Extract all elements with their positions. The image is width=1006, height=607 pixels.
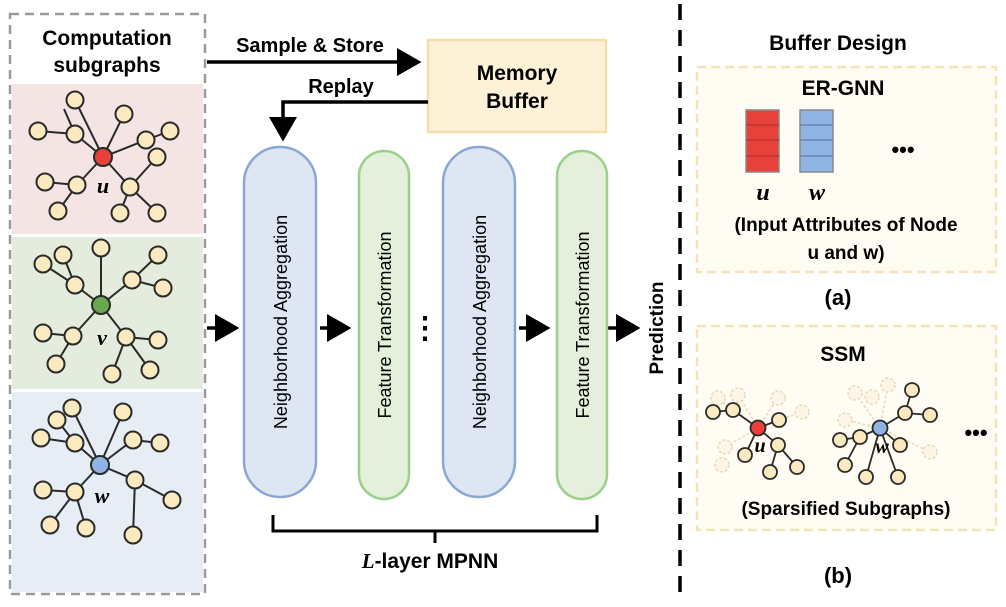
er-gnn-u-label: u: [756, 180, 769, 206]
v-node-label: v: [97, 325, 107, 350]
mpnn-layer-count-symbol: L: [361, 549, 375, 573]
ssm-title: SSM: [820, 343, 866, 366]
mpnn-block-label: Neighborhood Aggregation: [271, 215, 291, 429]
ssm-caption: (Sparsified Subgraphs): [741, 499, 950, 520]
buffer-design-panel: Buffer Design ER-GNN ••• u w (Input Attr…: [695, 32, 998, 588]
panel-title-line2: subgraphs: [53, 54, 160, 77]
mpnn-layers: Neighborhood Aggregation Feature Transfo…: [242, 145, 609, 573]
er-gnn-box: ER-GNN ••• u w (Input Attributes of Node…: [695, 65, 998, 274]
v-center-node: [91, 295, 111, 315]
replay-label: Replay: [308, 76, 374, 98]
er-gnn-caption-line2: u and w): [807, 243, 884, 264]
u-node-label: u: [97, 173, 109, 198]
ssm-box: SSM: [695, 324, 998, 532]
memory-buffer-label-line2: Buffer: [486, 90, 548, 113]
er-gnn-w-label: w: [809, 180, 826, 206]
buffer-design-title: Buffer Design: [769, 32, 907, 55]
memory-buffer-label-line1: Memory: [477, 62, 558, 85]
replay-arrow: [269, 100, 428, 142]
panel-title-line1: Computation: [42, 27, 171, 50]
er-gnn-title: ER-GNN: [802, 77, 885, 100]
er-gnn-ellipsis: •••: [891, 137, 914, 162]
mpnn-block-label: Feature Transformation: [573, 231, 593, 418]
mpnn-brace-label: L-layer MPNN: [361, 549, 499, 573]
mpnn-brace: [271, 515, 599, 543]
mpnn-block-label: Feature Transformation: [375, 231, 395, 418]
prediction-label: Prediction: [647, 282, 668, 375]
ssm-w-label: w: [875, 436, 889, 458]
ssm-u-center-node: [749, 419, 767, 437]
u-center-node: [93, 147, 113, 167]
u-attribute-vector: [745, 109, 780, 173]
ssm-w-center-node: [871, 419, 889, 437]
er-gnn-tag: (a): [825, 285, 852, 310]
layers-ellipsis: ⋮: [410, 312, 440, 345]
mpnn-block-aggregation-2: Neighborhood Aggregation: [441, 145, 517, 499]
mpnn-block-transformation-1: Feature Transformation: [357, 149, 411, 501]
w-center-node: [90, 455, 110, 475]
mpnn-block-label: Neighborhood Aggregation: [470, 215, 490, 429]
w-computation-subgraph: [31, 398, 182, 545]
w-attribute-vector: [799, 109, 834, 173]
memory-buffer-box: [426, 38, 608, 134]
ssm-w-subgraph: w: [832, 377, 938, 485]
mpnn-block-transformation-2: Feature Transformation: [555, 149, 609, 501]
ssm-u-label: u: [754, 435, 765, 457]
memory-flow: Sample & Store Memory Buffer Replay ⋮ Pr…: [207, 35, 668, 374]
ssm-ellipsis: •••: [964, 420, 987, 445]
mpnn-layer-label-text: -layer MPNN: [375, 550, 499, 573]
v-computation-subgraph: [33, 238, 173, 384]
ssm-u-subgraph: u: [705, 387, 810, 480]
w-node-label: w: [95, 483, 110, 508]
u-computation-subgraph: [28, 90, 180, 223]
er-gnn-caption-line1: (Input Attributes of Node: [734, 215, 957, 236]
computation-subgraphs-panel: Computation subgraphs: [8, 12, 207, 596]
mpnn-block-aggregation-1: Neighborhood Aggregation: [242, 145, 318, 499]
sample-store-label: Sample & Store: [236, 35, 384, 57]
ssm-tag: (b): [824, 563, 852, 588]
